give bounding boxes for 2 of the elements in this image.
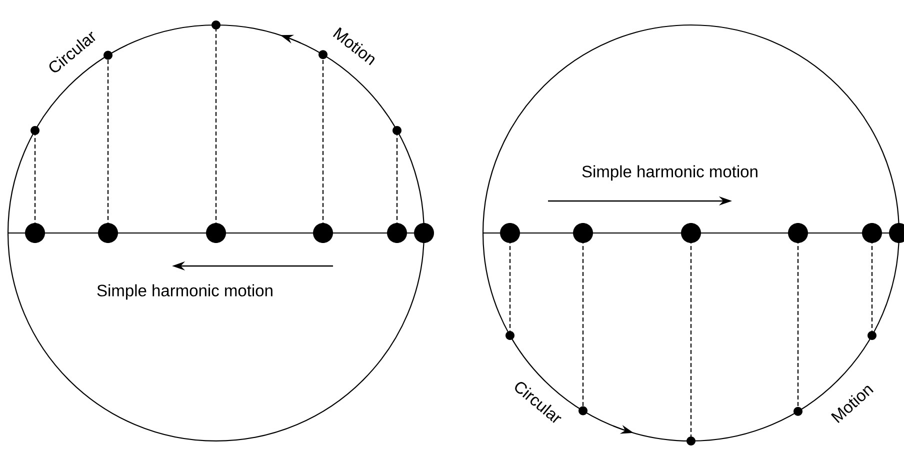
label: Simple harmonic motion [97,284,272,300]
label: Simple harmonic motion [582,165,758,181]
